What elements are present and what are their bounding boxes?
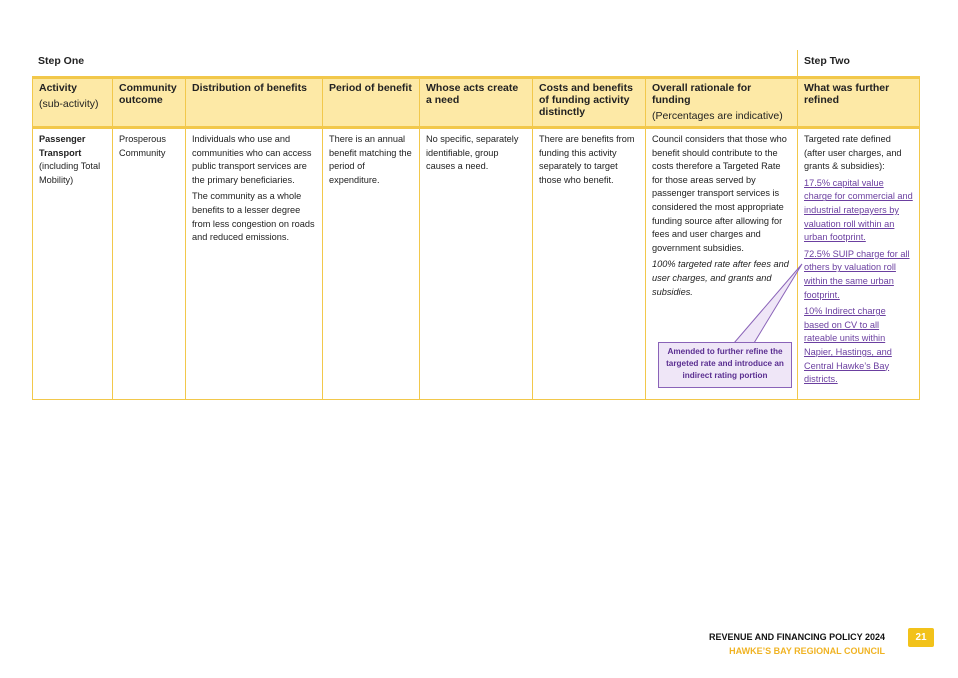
cell-community-outcome: Prosperous Community xyxy=(112,126,186,400)
header-community-outcome: Community outcome xyxy=(112,76,186,128)
header-whose-acts: Whose acts create a need xyxy=(419,76,533,128)
header-costs-benefits: Costs and benefits of funding activity d… xyxy=(532,76,646,128)
cell-activity: Passenger Transport(including Total Mobi… xyxy=(32,126,113,400)
header-further-refined: What was further refined xyxy=(797,76,920,128)
page-number-badge: 21 xyxy=(908,628,934,647)
header-period: Period of benefit xyxy=(322,76,420,128)
header-overall-rationale: Overall rationale for funding(Percentage… xyxy=(645,76,798,128)
refined-link-indirect[interactable]: 10% Indirect charge based on CV to all r… xyxy=(804,306,892,385)
cell-period: There is an annual benefit matching the … xyxy=(322,126,420,400)
header-activity: Activity(sub-activity) xyxy=(32,76,113,128)
page-footer: REVENUE AND FINANCING POLICY 2024 HAWKE’… xyxy=(709,630,885,658)
refined-link-commercial[interactable]: 17.5% capital value charge for commercia… xyxy=(804,177,913,243)
refined-link-suip[interactable]: 72.5% SUIP charge for all others by valu… xyxy=(804,248,910,300)
step-one-label: Step One xyxy=(38,55,85,67)
cell-whose-acts: No specific, separately identifiable, gr… xyxy=(419,126,533,400)
step-two-label: Step Two xyxy=(797,50,919,76)
policy-table-section: Step One Step Two Activity(sub-activity)… xyxy=(32,50,920,400)
cell-distribution: Individuals who use and communities who … xyxy=(185,126,323,400)
cell-costs-benefits: There are benefits from funding this act… xyxy=(532,126,646,400)
header-distribution: Distribution of benefits xyxy=(185,76,323,128)
footer-policy-title: REVENUE AND FINANCING POLICY 2024 xyxy=(708,632,885,642)
cell-further-refined: Targeted rate defined (after user charge… xyxy=(797,126,920,400)
footer-council-name: HAWKE’S BAY REGIONAL COUNCIL xyxy=(729,646,885,656)
table-header-row: Activity(sub-activity) Community outcome… xyxy=(32,76,920,128)
amendment-callout: Amended to further refine the targeted r… xyxy=(654,262,804,414)
callout-text: Amended to further refine the targeted r… xyxy=(658,342,792,388)
step-header-row: Step One Step Two xyxy=(32,50,919,76)
